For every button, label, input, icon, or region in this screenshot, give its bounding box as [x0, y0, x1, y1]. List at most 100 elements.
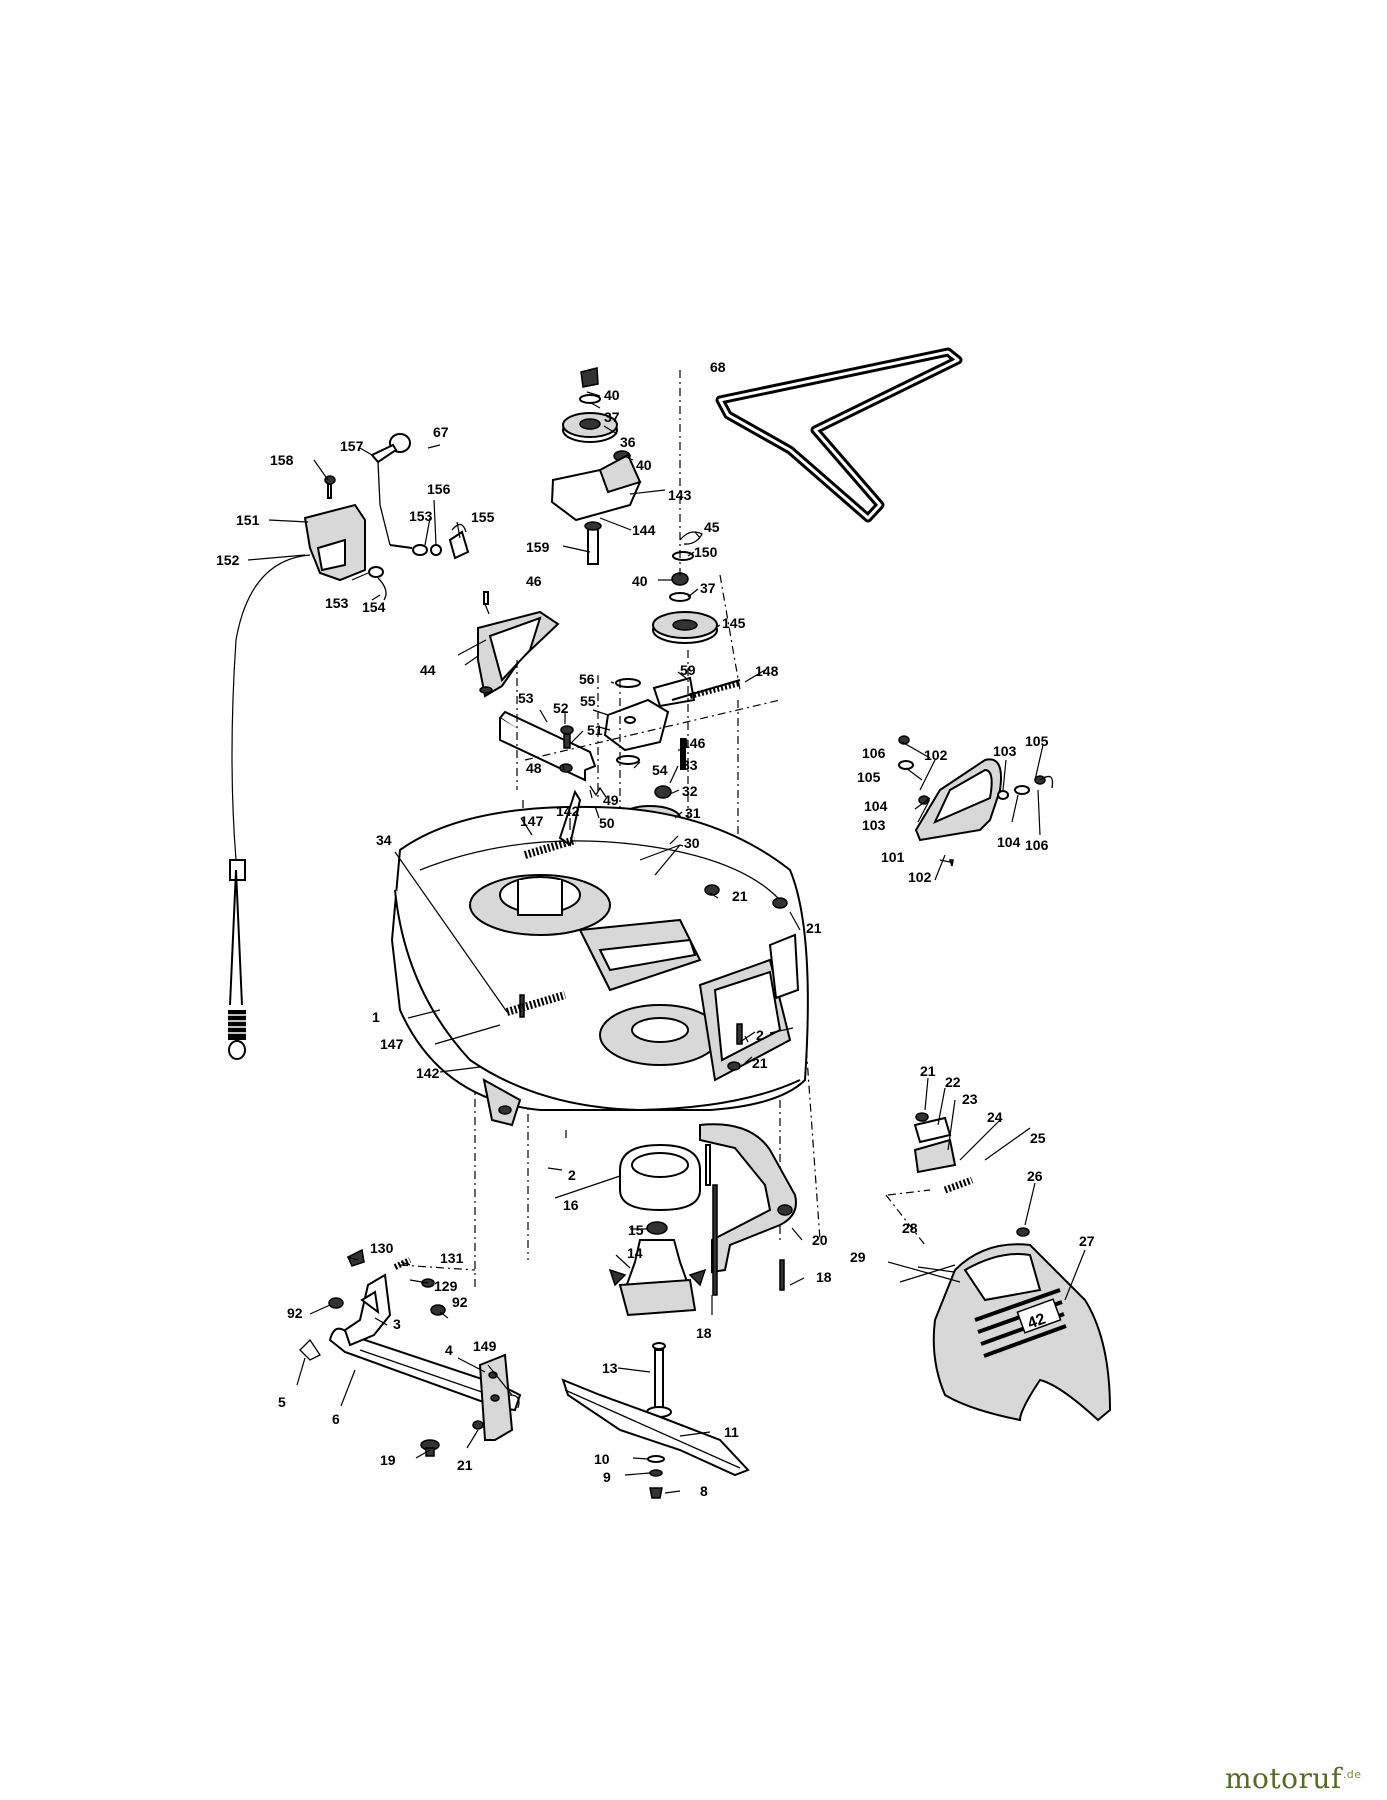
callout-51: 51: [587, 722, 603, 738]
callout-19: 19: [380, 1452, 396, 1468]
callout-142: 142: [416, 1065, 440, 1081]
callout-105: 105: [1025, 733, 1049, 749]
idler-arm-plate: [603, 676, 741, 765]
callout-3: 3: [393, 1316, 401, 1332]
callout-26: 26: [1027, 1168, 1043, 1184]
callout-130: 130: [370, 1240, 394, 1256]
lift-linkage: [299, 1248, 522, 1457]
callout-53: 53: [518, 690, 534, 706]
watermark-name: motoruf: [1225, 1762, 1342, 1795]
callout-152: 152: [216, 552, 240, 568]
callout-14: 14: [627, 1245, 643, 1261]
callout-159: 159: [526, 539, 550, 555]
callout-147: 147: [380, 1036, 404, 1052]
callout-31: 31: [685, 805, 701, 821]
callout-33: 33: [682, 757, 698, 773]
callout-102: 102: [908, 869, 932, 885]
callout-147: 147: [520, 813, 544, 829]
callout-11: 11: [724, 1424, 739, 1440]
callout-106: 106: [1025, 837, 1049, 853]
callout-15: 15: [628, 1222, 644, 1238]
callout-155: 155: [471, 509, 495, 525]
leader-lines: [247, 391, 1086, 1494]
callout-148: 148: [755, 663, 779, 679]
callout-24: 24: [987, 1109, 1003, 1125]
callout-46: 46: [526, 573, 542, 589]
callout-44: 44: [420, 662, 436, 678]
callout-104: 104: [997, 834, 1021, 850]
callout-68: 68: [710, 359, 726, 375]
mower-deck: [390, 805, 809, 1112]
callout-29: 29: [850, 1249, 866, 1265]
callout-23: 23: [962, 1091, 978, 1107]
belt-guard: [477, 591, 560, 698]
callout-146: 146: [682, 735, 706, 751]
deck-size-text: 42: [1025, 1311, 1048, 1333]
callout-102: 102: [924, 747, 948, 763]
callout-150: 150: [694, 544, 718, 560]
callout-18: 18: [816, 1269, 832, 1285]
callout-2: 2: [568, 1167, 576, 1183]
callout-28: 28: [902, 1220, 918, 1236]
callout-21: 21: [752, 1055, 768, 1071]
callout-4: 4: [445, 1342, 453, 1358]
callout-27: 27: [1079, 1233, 1095, 1249]
callout-129: 129: [434, 1278, 458, 1294]
callout-21: 21: [920, 1063, 936, 1079]
callout-151: 151: [236, 512, 260, 528]
callout-67: 67: [433, 424, 449, 440]
callout-18: 18: [696, 1325, 712, 1341]
callout-143: 143: [668, 487, 692, 503]
callout-48: 48: [526, 760, 542, 776]
callout-21: 21: [732, 888, 748, 904]
callout-32: 32: [682, 783, 698, 799]
callout-40: 40: [636, 457, 652, 473]
callout-25: 25: [1030, 1130, 1046, 1146]
watermark-suffix: .de: [1342, 1767, 1362, 1781]
callout-45: 45: [704, 519, 720, 535]
callout-92: 92: [452, 1294, 468, 1310]
callout-49: 49: [603, 792, 619, 808]
callout-149: 149: [473, 1338, 497, 1354]
callout-156: 156: [427, 481, 451, 497]
callout-142: 142: [556, 803, 580, 819]
callout-13: 13: [602, 1360, 618, 1376]
callout-145: 145: [722, 615, 746, 631]
callout-9: 9: [603, 1469, 611, 1485]
callout-37: 37: [604, 409, 620, 425]
blade-spindle: [561, 1143, 750, 1499]
callout-1: 1: [372, 1009, 380, 1025]
callout-6: 6: [332, 1411, 340, 1427]
callout-131: 131: [440, 1250, 464, 1266]
callout-36: 36: [620, 434, 636, 450]
callout-101: 101: [881, 849, 905, 865]
callout-10: 10: [594, 1451, 610, 1467]
callout-153: 153: [409, 508, 433, 524]
callout-56: 56: [579, 671, 595, 687]
callout-22: 22: [945, 1074, 961, 1090]
callout-52: 52: [553, 700, 569, 716]
callout-103: 103: [862, 817, 886, 833]
callout-5: 5: [278, 1394, 286, 1410]
callout-20: 20: [812, 1232, 828, 1248]
callout-54: 54: [652, 762, 668, 778]
discharge-chute: 42: [899, 1112, 1112, 1422]
callout-8: 8: [700, 1483, 708, 1499]
callout-37: 37: [700, 580, 716, 596]
callout-104: 104: [864, 798, 888, 814]
callout-21: 21: [457, 1457, 473, 1473]
callout-16: 16: [563, 1197, 579, 1213]
callout-105: 105: [857, 769, 881, 785]
callout-labels: 40 37 36 40 143 144 159 45 150 40 37 145…: [216, 359, 1095, 1499]
callout-40: 40: [604, 387, 620, 403]
callout-21: 21: [806, 920, 822, 936]
side-shield: [898, 735, 1054, 867]
callout-144: 144: [632, 522, 656, 538]
callout-154: 154: [362, 599, 386, 615]
callout-92: 92: [287, 1305, 303, 1321]
callout-59: 59: [680, 662, 696, 678]
callout-106: 106: [862, 745, 886, 761]
callout-40: 40: [632, 573, 648, 589]
callout-30: 30: [684, 835, 700, 851]
